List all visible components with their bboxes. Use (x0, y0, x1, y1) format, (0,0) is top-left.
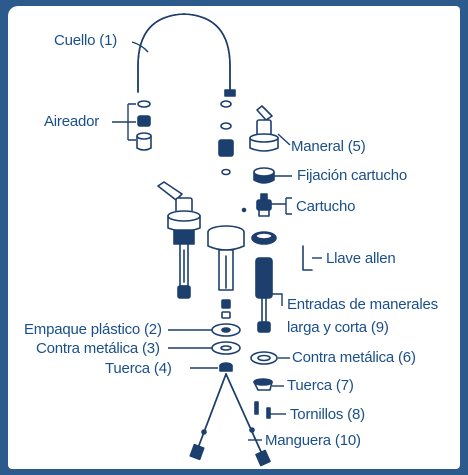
label-fijacion: Fijación cartucho (297, 167, 407, 184)
spout-neck (137, 13, 236, 97)
label-aireador: Aireador (44, 113, 100, 130)
label-llave-allen: Llave allen (326, 250, 396, 267)
valve-assembly-left (157, 181, 201, 299)
faucet-body-center (207, 225, 245, 319)
leader-aireador (112, 103, 136, 141)
label-contra-6: Contra metálica (6) (292, 349, 416, 366)
plastic-gasket (211, 323, 241, 337)
screws-8 (254, 401, 271, 419)
label-maneral: Maneral (5) (291, 138, 366, 155)
leader-maneral (277, 133, 291, 146)
metal-washer-3 (211, 341, 241, 355)
label-cartucho: Cartucho (296, 198, 356, 215)
hoses-10 (189, 373, 271, 467)
leader-entradas (272, 293, 283, 306)
label-cuello: Cuello (1) (54, 32, 118, 49)
label-tuerca-4: Tuerca (4) (105, 360, 172, 377)
aerator-parts (136, 100, 152, 151)
label-tornillos: Tornillos (8) (290, 406, 365, 423)
label-entradas-line1: Entradas de manerales (287, 296, 438, 313)
cartridge (256, 193, 272, 217)
label-manguera: Manguera (10) (265, 432, 361, 449)
cartridge-fixing (253, 167, 275, 184)
label-tuerca-7: Tuerca (7) (287, 377, 354, 394)
label-empaque: Empaque plástico (2) (24, 321, 162, 338)
body-ring (251, 231, 277, 245)
label-contra-3: Contra metálica (3) (36, 340, 160, 357)
nut-4 (219, 362, 233, 372)
valve-inlet-right (255, 257, 273, 333)
handle-right (249, 105, 279, 152)
metal-washer-6 (250, 351, 278, 365)
allen-key (302, 245, 313, 271)
nut-7 (253, 378, 273, 391)
leader-cartucho (270, 197, 292, 215)
label-entradas-line2: larga y corta (9) (287, 319, 389, 336)
center-small-parts (218, 100, 247, 213)
